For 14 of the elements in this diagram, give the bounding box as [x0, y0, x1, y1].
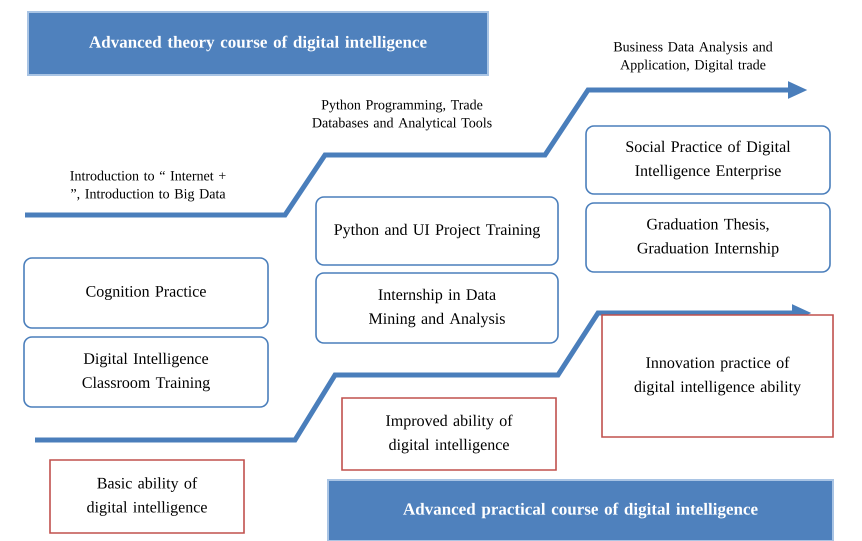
course-label: Python Programming, Trade Databases and Analytical Tools [312, 100, 492, 130]
course-label: Business Data Analysis and Application, Digital trade [614, 42, 773, 72]
course-box: Digital Intelligence Classroom Training [23, 336, 269, 408]
ability-box: Basic ability of digital intelligence [49, 459, 245, 534]
course-banner: Advanced theory course of digital intelligence [27, 11, 489, 76]
ability-box: Innovation practice of digital intelligence ability [601, 314, 834, 438]
course-box: Python and UI Project Training [315, 196, 559, 266]
course-label: Introduction to “ Internet + ”, Introduction to Big Data [70, 170, 226, 202]
course-box: Graduation Thesis, Graduation Internship [585, 202, 831, 273]
course-box: Internship in Data Mining and Analysis [315, 272, 559, 344]
course-box: Cognition Practice [23, 257, 269, 329]
ability-box: Improved ability of digital intelligence [341, 397, 557, 471]
course-banner: Advanced practical course of digital intelligence [327, 479, 834, 541]
course-box: Social Practice of Digital Intelligence Enterprise [585, 125, 831, 195]
